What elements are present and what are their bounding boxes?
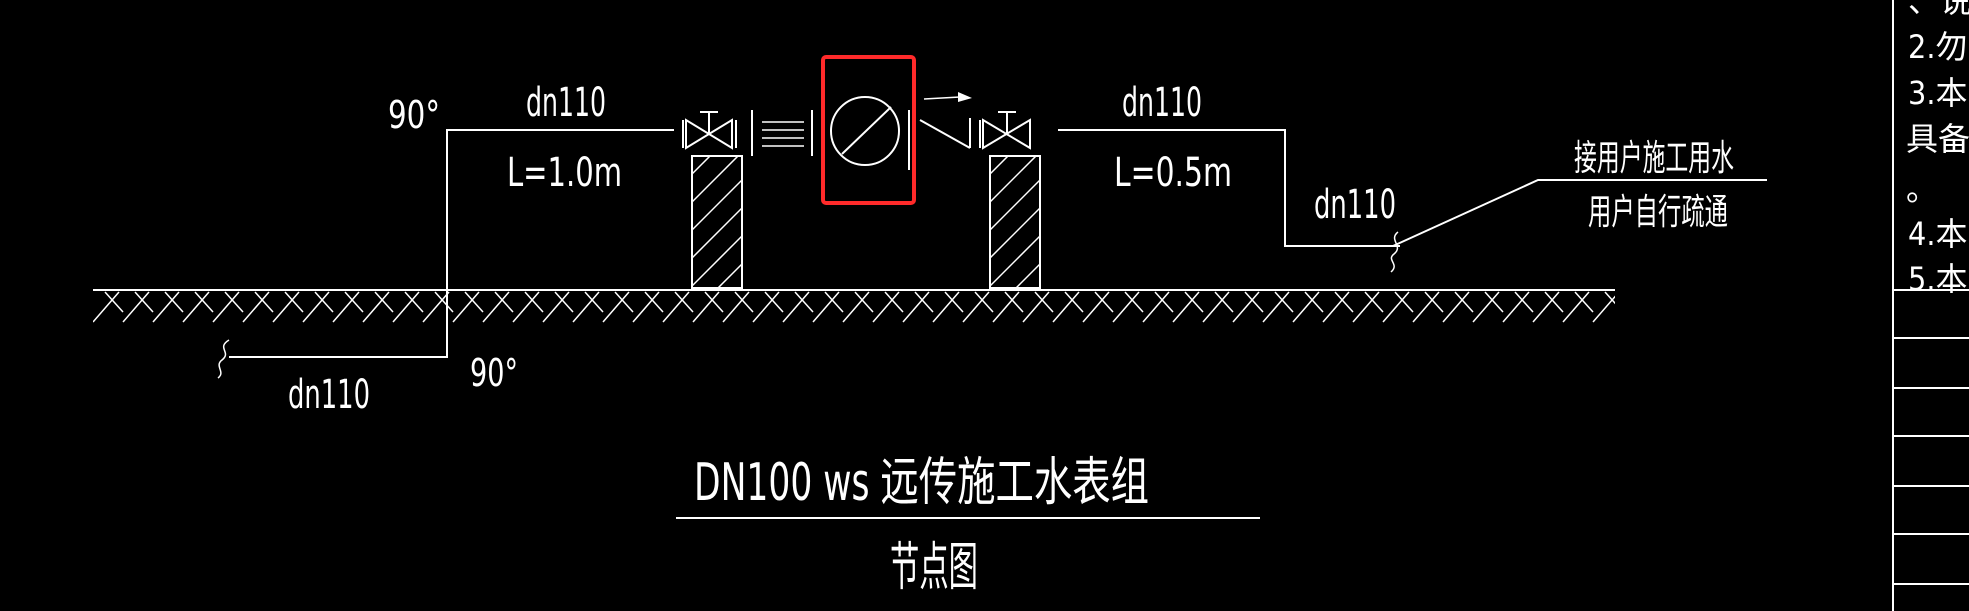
drawing-subtitle: 节点图 bbox=[890, 538, 978, 598]
angle-label-top: 90° bbox=[388, 93, 440, 137]
pipe-length-left: L=1.0m bbox=[507, 150, 622, 196]
note-connect-user-water: 接用户施工用水 bbox=[1574, 138, 1734, 179]
right-pipe bbox=[1058, 129, 1767, 273]
highlight-box bbox=[821, 55, 916, 205]
pipe-size-left-top: dn110 bbox=[526, 80, 606, 126]
angle-label-bottom: 90° bbox=[470, 351, 518, 395]
support-right bbox=[989, 155, 1041, 289]
note-item-2: 3.本 bbox=[1908, 74, 1967, 112]
pipe-length-right: L=0.5m bbox=[1114, 150, 1232, 196]
gate-valve-right bbox=[979, 111, 1031, 150]
gate-valve-left bbox=[682, 111, 737, 150]
note-item-5: 4.本 bbox=[1908, 215, 1967, 253]
check-valve bbox=[919, 92, 972, 149]
drawing-title: DN100 ws 远传施工水表组 bbox=[694, 453, 1149, 513]
ground-hatch bbox=[93, 289, 1615, 323]
note-item-3: 具备 bbox=[1906, 120, 1969, 158]
pipe-size-right-top: dn110 bbox=[1122, 80, 1202, 126]
note-item-1: 2.勿 bbox=[1908, 28, 1967, 66]
pipe-size-bottom: dn110 bbox=[288, 372, 370, 418]
strainer bbox=[751, 110, 823, 170]
note-user-dredge: 用户自行疏通 bbox=[1588, 192, 1728, 233]
notes-panel: 、说 2.勿 3.本 具备 。 4.本 5.本 bbox=[1892, 0, 1969, 611]
left-pipe bbox=[217, 129, 674, 379]
support-left bbox=[691, 155, 743, 289]
note-item-4: 。 bbox=[1906, 170, 1938, 208]
note-item-0: 、说 bbox=[1908, 0, 1969, 20]
pipe-size-right-down: dn110 bbox=[1314, 182, 1396, 228]
note-item-6: 5.本 bbox=[1908, 260, 1967, 298]
water-meter bbox=[830, 96, 910, 170]
